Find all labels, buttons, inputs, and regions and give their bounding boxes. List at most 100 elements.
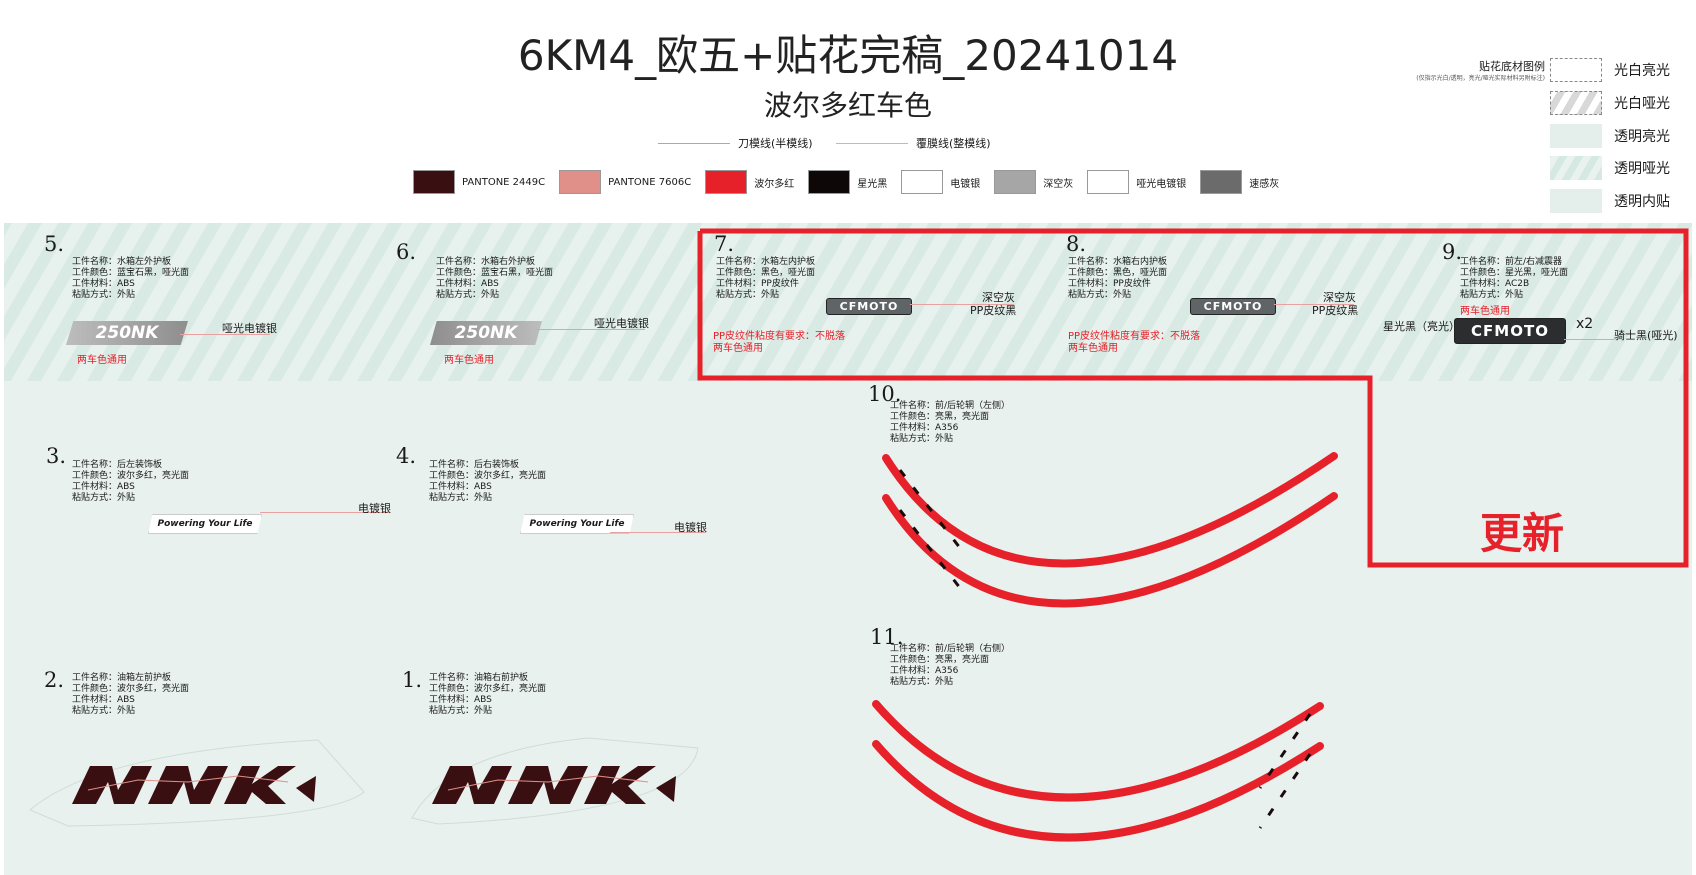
material-matte-clear: 透明哑光 [1550,156,1690,180]
color-swatch: PANTONE 7606C [559,170,691,194]
gloss-clear-swatch [1550,124,1602,148]
spec-material: 工件材料：ABS [429,482,492,492]
item-number: 9. [1442,240,1463,264]
spec-method: 粘贴方式：外贴 [436,290,500,300]
swatch-color-box [559,170,602,194]
spec-name: 工件名称：油箱右前护板 [429,673,529,683]
matte-clear-label: 透明哑光 [1614,161,1670,177]
material-legend: 贴花底材图例 (仅指示光白/透明，亮光/哑光实际材料另附标注) 光白亮光 光白哑… [1340,56,1690,216]
cut-line-sample [658,142,730,144]
item-number: 3. [46,444,67,468]
swatch-label: 电镀银 [950,178,981,190]
spec-method: 粘贴方式：外贴 [429,493,493,503]
inner-clear-label: 透明内贴 [1614,194,1670,210]
item-note-1: PP皮纹件粘度有要求：不脱落 [1068,331,1201,342]
color-swatch: 星光黑 [808,170,887,194]
spec-name: 工件名称：前/后轮辋（右侧） [890,644,1011,654]
cut-line-legend: 刀模线(半模线) [658,136,813,150]
page-subtitle: 波尔多红车色 [763,89,932,122]
film-line-sample [836,142,908,144]
swatch-label: PANTONE 2449C [462,176,546,188]
swatch-color-box [901,170,944,194]
spec-name: 工件名称：水箱左内护板 [716,257,816,267]
color-swatch: 波尔多红 [705,170,794,194]
rim-stripe-right [872,700,1324,842]
spec-name: 工件名称：油箱左前护板 [72,673,172,683]
film-line-legend: 覆膜线(整模线) [836,136,991,150]
spec-method: 粘贴方式：外贴 [716,290,780,300]
item-specs: 工件名称：油箱右前护板 工件颜色：波尔多红，亮光面 工件材料：ABS 粘贴方式：… [429,673,546,717]
spec-material: 工件材料：ABS [436,279,499,289]
color-swatch: 电镀银 [901,170,980,194]
inner-clear-swatch [1550,189,1602,213]
powering-your-life-decal: Powering Your Life [148,514,262,534]
spec-method: 粘贴方式：外贴 [1068,290,1132,300]
spec-color: 工件颜色：黑色，哑光面 [1068,268,1168,278]
spec-material: 工件材料：AC2B [1460,279,1530,289]
gloss-white-swatch [1550,58,1602,82]
swatch-color-box [705,170,748,194]
rim-stripe-left [882,452,1338,608]
callout-line [535,329,645,330]
spec-name: 工件名称：后左装饰板 [72,460,163,470]
spec-material: 工件材料：A356 [890,666,959,676]
item-number: 5. [44,232,65,256]
callout-line [1274,304,1354,305]
item-note: 两车色通用 [1460,306,1510,317]
matte-white-label: 光白哑光 [1614,96,1670,112]
spec-name: 工件名称：水箱右内护板 [1068,257,1168,267]
callout-line [180,334,270,335]
callout-line [910,304,1014,305]
item-number: 11. [870,625,904,649]
callout-label-2: PP皮纹黑 [1312,304,1359,317]
spec-color: 工件颜色：亮黑，亮光面 [890,412,990,422]
item-number: 4. [396,444,417,468]
spec-material: 工件材料：A356 [890,423,959,433]
item-specs: 工件名称：水箱右外护板 工件颜色：蓝宝石黑，哑光面 工件材料：ABS 粘贴方式：… [436,257,553,301]
swatch-color-box [413,170,455,194]
callout-label: 电镀银 [674,521,707,534]
swatch-color-box [994,170,1037,194]
gloss-white-label: 光白亮光 [1614,63,1670,79]
spec-color: 工件颜色：波尔多红，亮光面 [429,471,547,481]
item-number: 2. [44,668,65,692]
material-matte-white: 光白哑光 [1550,91,1690,115]
spec-color: 工件颜色：波尔多红，亮光面 [72,471,190,481]
spec-material: 工件材料：PP皮纹件 [1068,279,1151,289]
right-callout-label: 骑士黑(哑光) [1614,329,1678,342]
color-swatch: 深空灰 [994,170,1073,194]
spec-method: 粘贴方式：外贴 [1460,290,1524,300]
spec-method: 粘贴方式：外贴 [72,493,136,503]
swatch-label: 波尔多红 [754,178,795,190]
callout-line [260,512,390,513]
item-note-2: 两车色通用 [1068,343,1118,354]
swatch-color-box [808,170,851,194]
film-line-label: 覆膜线(整模线) [916,137,991,150]
powering-your-life-decal: Powering Your Life [520,514,634,534]
spec-method: 粘贴方式：外贴 [890,434,954,444]
item-specs: 工件名称：水箱左内护板 工件颜色：黑色，哑光面 工件材料：PP皮纹件 粘贴方式：… [716,257,815,301]
item-number: 8. [1066,232,1087,256]
spec-method: 粘贴方式：外贴 [890,677,954,687]
matte-clear-swatch [1550,156,1602,180]
250nk-decal: 250NK [66,321,188,345]
material-gloss-white: 光白亮光 [1550,58,1690,82]
callout-label: 哑光电镀银 [594,317,649,330]
spec-method: 粘贴方式：外贴 [429,706,493,716]
material-legend-note: (仅指示光白/透明，亮光/哑光实际材料另附标注) [1416,75,1545,82]
item-number: 7. [714,232,735,256]
cfmoto-decal: CFMOTO [1454,318,1566,344]
spec-color: 工件颜色：蓝宝石黑，哑光面 [436,268,554,278]
callout-line [610,532,706,533]
spec-material: 工件材料：ABS [429,695,492,705]
item-specs: 工件名称：后左装饰板 工件颜色：波尔多红，亮光面 工件材料：ABS 粘贴方式：外… [72,460,189,504]
item-note: 两车色通用 [444,355,494,366]
spec-material: 工件材料：ABS [72,279,135,289]
callout-label-2: PP皮纹黑 [970,304,1017,317]
callout-label-1: 深空灰 [1323,291,1356,304]
callout-label: 哑光电镀银 [222,322,277,335]
spec-method: 粘贴方式：外贴 [72,706,136,716]
cfmoto-decal: CFMOTO [1190,298,1276,315]
nk-tank-decal-right [411,737,699,825]
